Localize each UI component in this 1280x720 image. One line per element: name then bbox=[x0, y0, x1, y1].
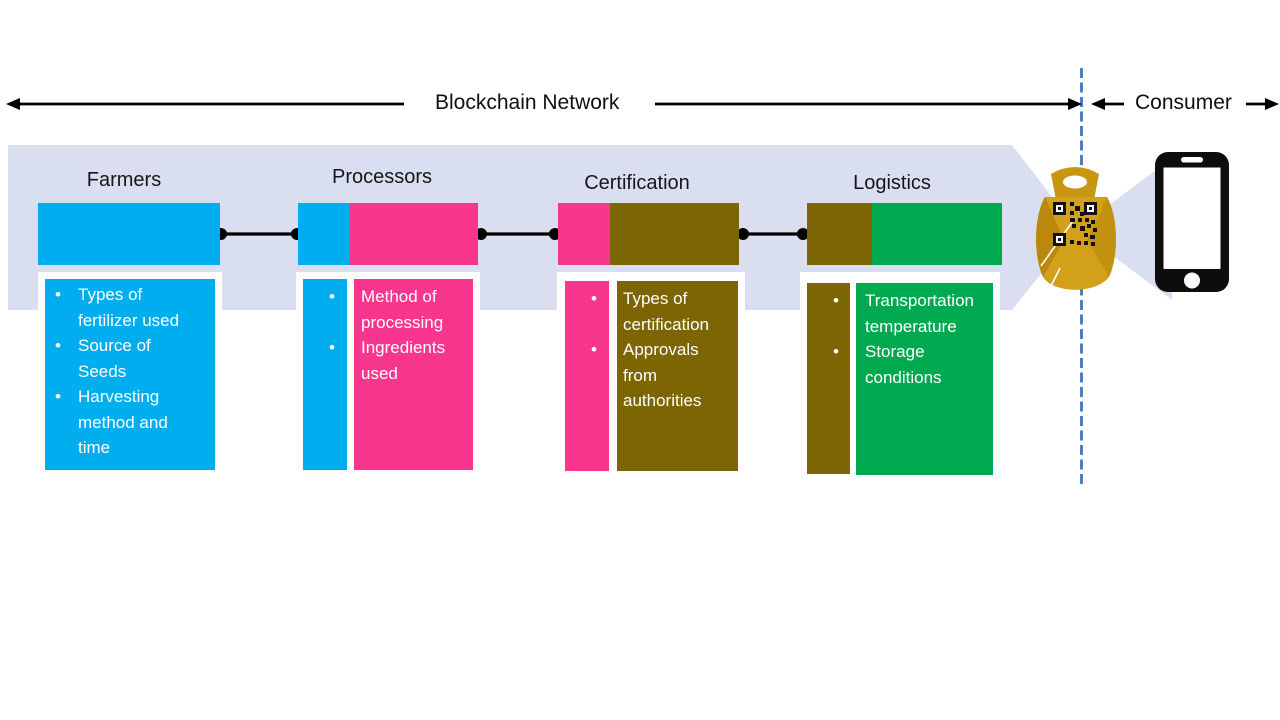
consumer-span-arrow-left bbox=[1091, 98, 1124, 110]
connector-certification-logistics bbox=[737, 228, 809, 240]
certification-detail-box: • Types of certification • Approvals fro… bbox=[557, 272, 745, 478]
bar-segment-prev bbox=[298, 203, 350, 265]
stage-label-logistics: Logistics bbox=[853, 172, 931, 194]
bar-segment-prev bbox=[558, 203, 610, 265]
connector-dot bbox=[797, 228, 809, 240]
logistics-detail-fill bbox=[856, 283, 993, 475]
list-item-text: Approvals from authorities bbox=[623, 340, 702, 410]
blockchain-span-arrow-right bbox=[655, 98, 1082, 110]
list-item: • Types of certification bbox=[565, 286, 734, 337]
scan-beam-shape bbox=[1077, 158, 1172, 300]
bullet-icon: • bbox=[591, 289, 597, 308]
phone-speaker bbox=[1181, 157, 1203, 163]
bullet-icon: • bbox=[55, 387, 61, 406]
stage-bar-certification bbox=[558, 203, 739, 265]
list-item-text: Ingredients used bbox=[361, 338, 446, 383]
arrow-left-icon bbox=[1091, 98, 1105, 110]
list-item-text: Types of certification bbox=[623, 289, 709, 334]
list-item: • Transportation temperature bbox=[807, 288, 989, 339]
stage-label-farmers: Farmers bbox=[86, 169, 162, 191]
certification-detail-strip bbox=[565, 281, 609, 471]
arrow-left-icon bbox=[6, 98, 20, 110]
consumer-span-arrow-right bbox=[1246, 98, 1279, 110]
qr-code bbox=[1053, 202, 1097, 246]
list-item-text: Transportation temperature bbox=[865, 291, 974, 336]
stage-label-certification: Certification bbox=[584, 172, 690, 194]
farmers-detail-list: • Types of fertilizer used • Source of S… bbox=[45, 282, 190, 461]
connector-processors-certification bbox=[475, 228, 561, 240]
phone-screen bbox=[1163, 167, 1221, 269]
processors-detail-list: • Method of processing • Ingredients use… bbox=[303, 284, 469, 386]
bullet-icon: • bbox=[55, 336, 61, 355]
farmers-detail-fill bbox=[45, 279, 215, 470]
stage-bar-farmers bbox=[38, 203, 220, 265]
bar-segment bbox=[872, 203, 1002, 265]
smartphone-icon bbox=[1155, 152, 1229, 292]
blockchain-span-arrow-left bbox=[6, 98, 404, 110]
bullet-icon: • bbox=[833, 342, 839, 361]
consumer-label: Consumer bbox=[1135, 91, 1232, 114]
stage-label-processors: Processors bbox=[331, 166, 433, 188]
bar-segment bbox=[350, 203, 478, 265]
package-fold-left bbox=[1036, 197, 1064, 277]
list-item: • Types of fertilizer used bbox=[45, 282, 190, 333]
bullet-icon: • bbox=[833, 291, 839, 310]
arrow-right-icon bbox=[1068, 98, 1082, 110]
list-item: • Source of Seeds bbox=[45, 333, 190, 384]
list-item: • Harvesting method and time bbox=[45, 384, 190, 461]
list-item: • Ingredients used bbox=[303, 335, 469, 386]
list-item: • Storage conditions bbox=[807, 339, 989, 390]
list-item-text: Types of fertilizer used bbox=[78, 285, 180, 330]
bullet-icon: • bbox=[329, 338, 335, 357]
farmers-detail-box: • Types of fertilizer used • Source of S… bbox=[38, 272, 222, 477]
list-item: • Approvals from authorities bbox=[565, 337, 734, 414]
certification-detail-list: • Types of certification • Approvals fro… bbox=[565, 286, 734, 414]
phone-home-button bbox=[1184, 272, 1200, 289]
bullet-icon: • bbox=[329, 287, 335, 306]
qr-modules bbox=[1070, 202, 1097, 246]
package-handle-hole bbox=[1063, 175, 1087, 189]
connector-dot bbox=[737, 228, 749, 240]
bar-segment bbox=[38, 203, 220, 265]
qr-package-icon bbox=[1036, 167, 1116, 291]
processors-detail-strip bbox=[303, 279, 347, 470]
list-item-text: Source of Seeds bbox=[78, 336, 151, 381]
process-band-shape bbox=[8, 145, 1077, 310]
connector-dot bbox=[475, 228, 487, 240]
stage-bar-processors bbox=[298, 203, 478, 265]
package-fold-right bbox=[1087, 197, 1116, 277]
certification-detail-fill bbox=[617, 281, 738, 471]
blockchain-network-label: Blockchain Network bbox=[435, 91, 620, 114]
logistics-detail-list: • Transportation temperature • Storage c… bbox=[807, 288, 989, 390]
stage-bar-logistics bbox=[807, 203, 1002, 265]
processors-detail-fill bbox=[354, 279, 473, 470]
arrow-right-icon bbox=[1265, 98, 1279, 110]
package-fold-line bbox=[1048, 267, 1061, 291]
qr-finder-dot bbox=[1089, 207, 1092, 210]
qr-finder-dot bbox=[1058, 238, 1061, 241]
bullet-icon: • bbox=[591, 340, 597, 359]
logistics-detail-box: • Transportation temperature • Storage c… bbox=[800, 272, 1000, 479]
list-item: • Method of processing bbox=[303, 284, 469, 335]
list-item-text: Method of processing bbox=[361, 287, 444, 332]
bar-segment-prev bbox=[807, 203, 872, 265]
list-item-text: Harvesting method and time bbox=[78, 387, 168, 457]
list-item-text: Storage conditions bbox=[865, 342, 942, 387]
package-body bbox=[1036, 197, 1116, 290]
qr-finder-dot bbox=[1058, 207, 1061, 210]
logistics-detail-strip bbox=[807, 283, 850, 474]
processors-detail-box: • Method of processing • Ingredients use… bbox=[296, 272, 480, 477]
bullet-icon: • bbox=[55, 285, 61, 304]
bar-segment bbox=[610, 203, 739, 265]
